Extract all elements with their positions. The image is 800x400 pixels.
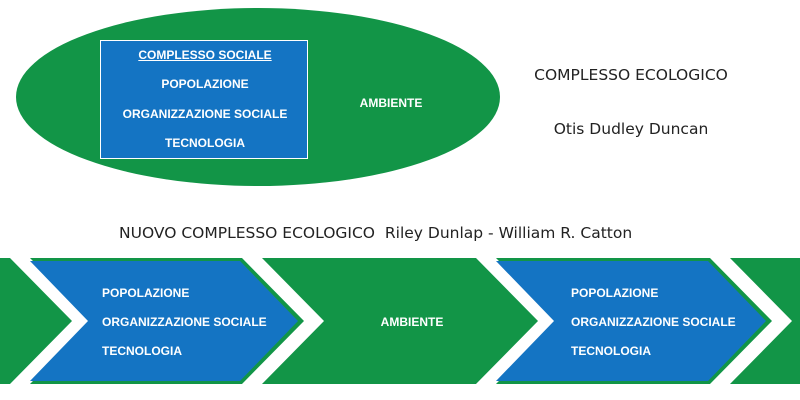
social-complex-item: TECNOLOGIA — [165, 136, 245, 150]
chevron-left-item: ORGANIZZAZIONE SOCIALE — [102, 315, 267, 329]
separator — [710, 258, 792, 384]
environment-label: AMBIENTE — [380, 315, 444, 329]
social-complex-item: ORGANIZZAZIONE SOCIALE — [122, 107, 288, 121]
model-title: COMPLESSO ECOLOGICO — [534, 66, 728, 84]
chevron-left-item: POPOLAZIONE — [102, 286, 190, 300]
chevron-social-complex-right — [496, 261, 766, 381]
chevron-right-item: ORGANIZZAZIONE SOCIALE — [571, 315, 736, 329]
separator — [476, 258, 558, 384]
chevron-right-item: POPOLAZIONE — [571, 286, 659, 300]
flow-band — [0, 258, 800, 384]
chevron-right-item: TECNOLOGIA — [571, 344, 651, 358]
environment-label: AMBIENTE — [359, 96, 423, 110]
chevron-left-item: TECNOLOGIA — [102, 344, 182, 358]
new-model-caption: NUOVO COMPLESSO ECOLOGICO Riley Dunlap -… — [119, 224, 632, 242]
separator — [10, 258, 92, 384]
new-model-authors: Riley Dunlap - William R. Catton — [384, 224, 633, 242]
model-author: Otis Dudley Duncan — [553, 120, 709, 138]
social-complex-box — [100, 40, 308, 159]
new-model-title: NUOVO COMPLESSO ECOLOGICO — [119, 224, 376, 242]
separator — [242, 258, 324, 384]
social-complex-item: POPOLAZIONE — [161, 77, 249, 91]
chevron-social-complex-left — [30, 261, 298, 381]
social-complex-title: COMPLESSO SOCIALE — [138, 48, 272, 62]
